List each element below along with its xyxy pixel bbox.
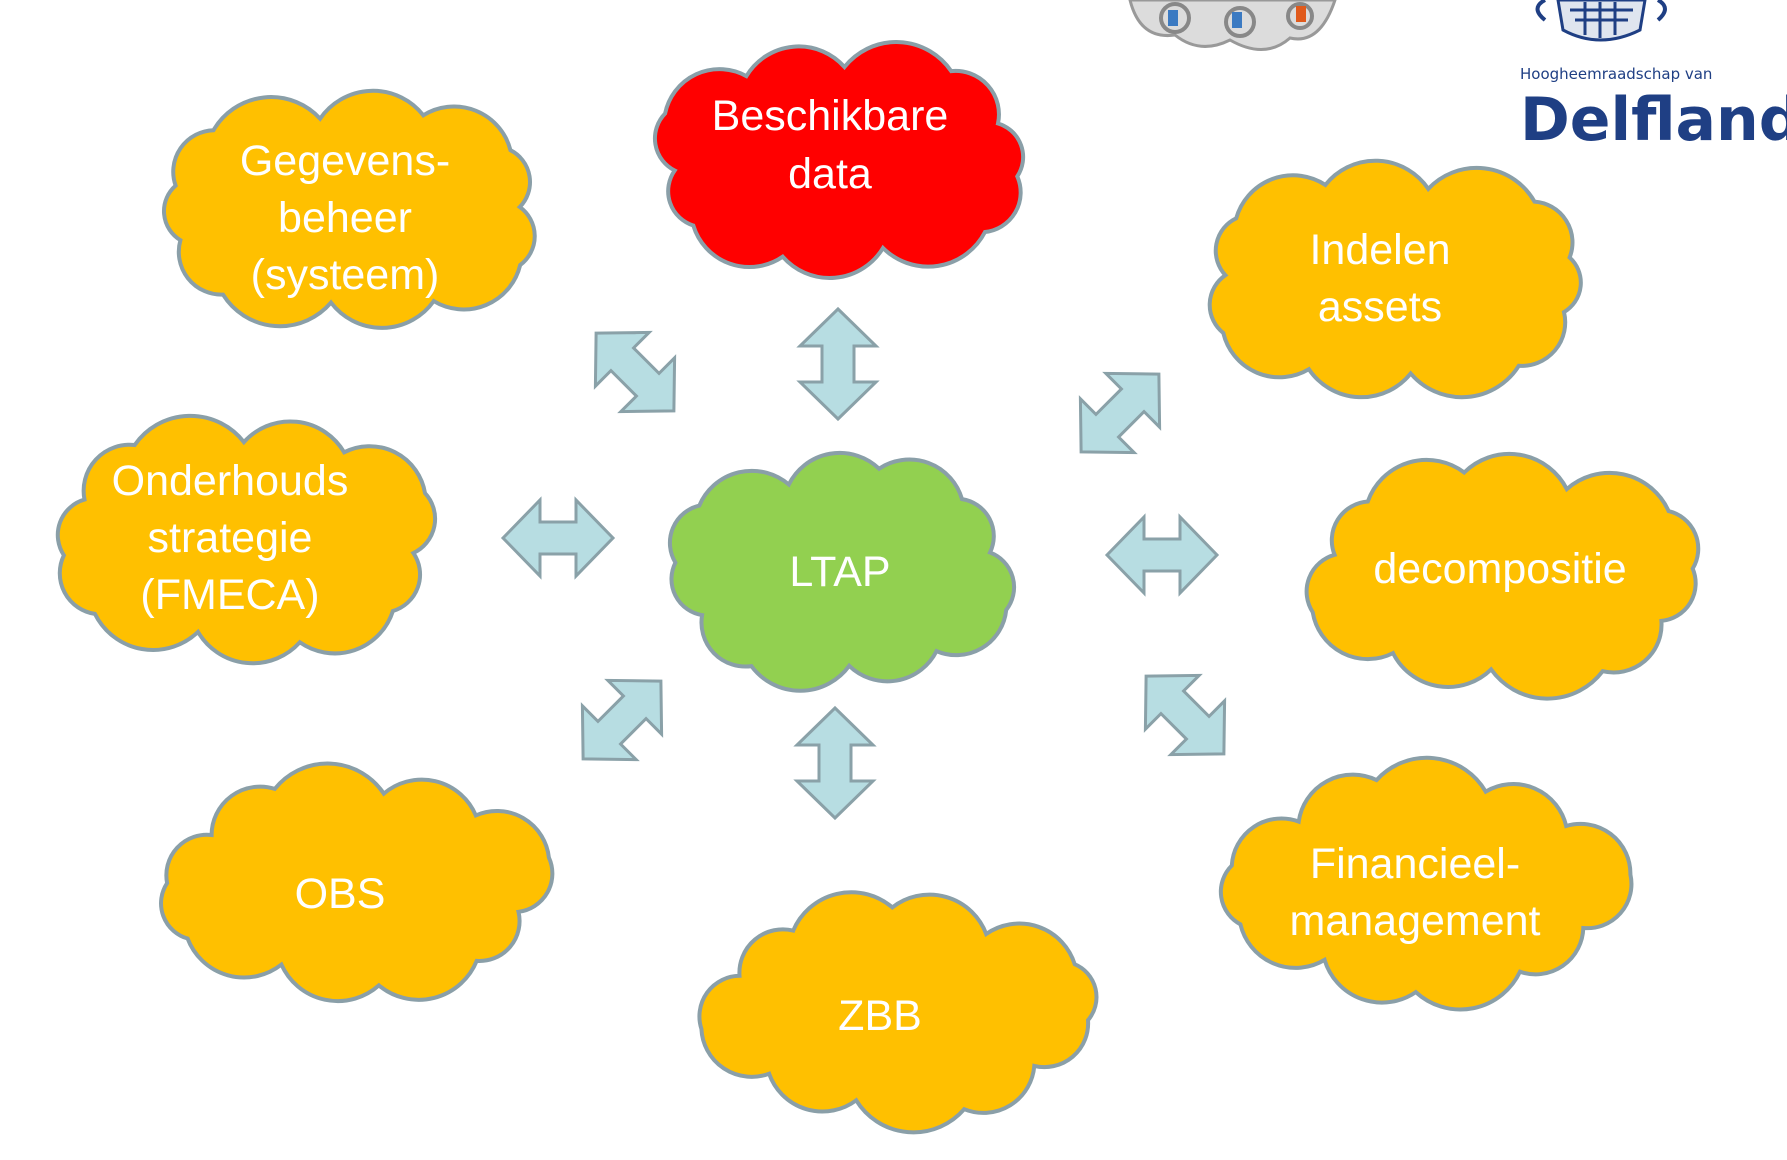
- node-label-beschikbare-data-line1: Beschikbare: [712, 92, 949, 140]
- node-label-indelen-assets-line2: assets: [1318, 283, 1442, 331]
- cloud-decompositie: decompositie: [1304, 451, 1701, 701]
- cloud-obs: OBS: [159, 761, 555, 1004]
- cloud-gegevensbeheer: Gegevens- beheer (systeem): [162, 88, 537, 330]
- node-label-financieel-management-line1: Financieel-: [1310, 840, 1520, 888]
- node-label-gegevensbeheer-line2: beheer: [278, 194, 412, 242]
- connector-arrows: [500, 306, 1227, 821]
- node-label-onderhoudsstrategie-line2: strategie: [148, 514, 313, 562]
- node-label-indelen-assets-line1: Indelen: [1309, 226, 1450, 274]
- arrow-right: [1104, 513, 1220, 597]
- cloud-onderhoudsstrategie: Onderhouds strategie (FMECA): [55, 413, 438, 666]
- cloud-beschikbare-data: Beschikbare data: [652, 40, 1026, 281]
- node-label-beschikbare-data-line2: data: [788, 150, 872, 198]
- delfland-logo: Hoogheemraadschap van Delfland: [1520, 0, 1787, 155]
- node-label-zbb: ZBB: [838, 992, 922, 1040]
- arrow-bottom-left: [580, 678, 664, 762]
- gears-graphic: [1128, 0, 1337, 51]
- logo-line1: Hoogheemraadschap van: [1520, 65, 1712, 83]
- cloud-zbb: ZBB: [697, 890, 1099, 1135]
- node-label-gegevensbeheer-line3: (systeem): [251, 251, 440, 299]
- arrow-top-left: [593, 330, 677, 414]
- node-label-obs: OBS: [295, 870, 386, 918]
- node-label-decompositie: decompositie: [1373, 545, 1626, 593]
- logo-line2: Delfland: [1520, 85, 1787, 155]
- cloud-center-ltap: LTAP: [667, 450, 1017, 693]
- coat-of-arms-icon: [1535, 0, 1667, 42]
- arrow-top-right: [1078, 371, 1162, 455]
- arrow-top: [796, 306, 880, 422]
- node-label-onderhoudsstrategie-line3: (FMECA): [140, 571, 319, 619]
- arrow-left: [500, 496, 616, 580]
- node-label-gegevensbeheer-line1: Gegevens-: [240, 137, 450, 185]
- node-label-financieel-management-line2: management: [1290, 897, 1541, 945]
- cloud-financieel-management: Financieel- management: [1218, 755, 1634, 1012]
- arrow-bottom-right: [1143, 673, 1227, 757]
- center-label: LTAP: [789, 548, 890, 596]
- node-label-onderhoudsstrategie-line1: Onderhouds: [112, 457, 349, 505]
- cloud-indelen-assets: Indelen assets: [1207, 158, 1583, 400]
- arrow-bottom: [793, 705, 877, 821]
